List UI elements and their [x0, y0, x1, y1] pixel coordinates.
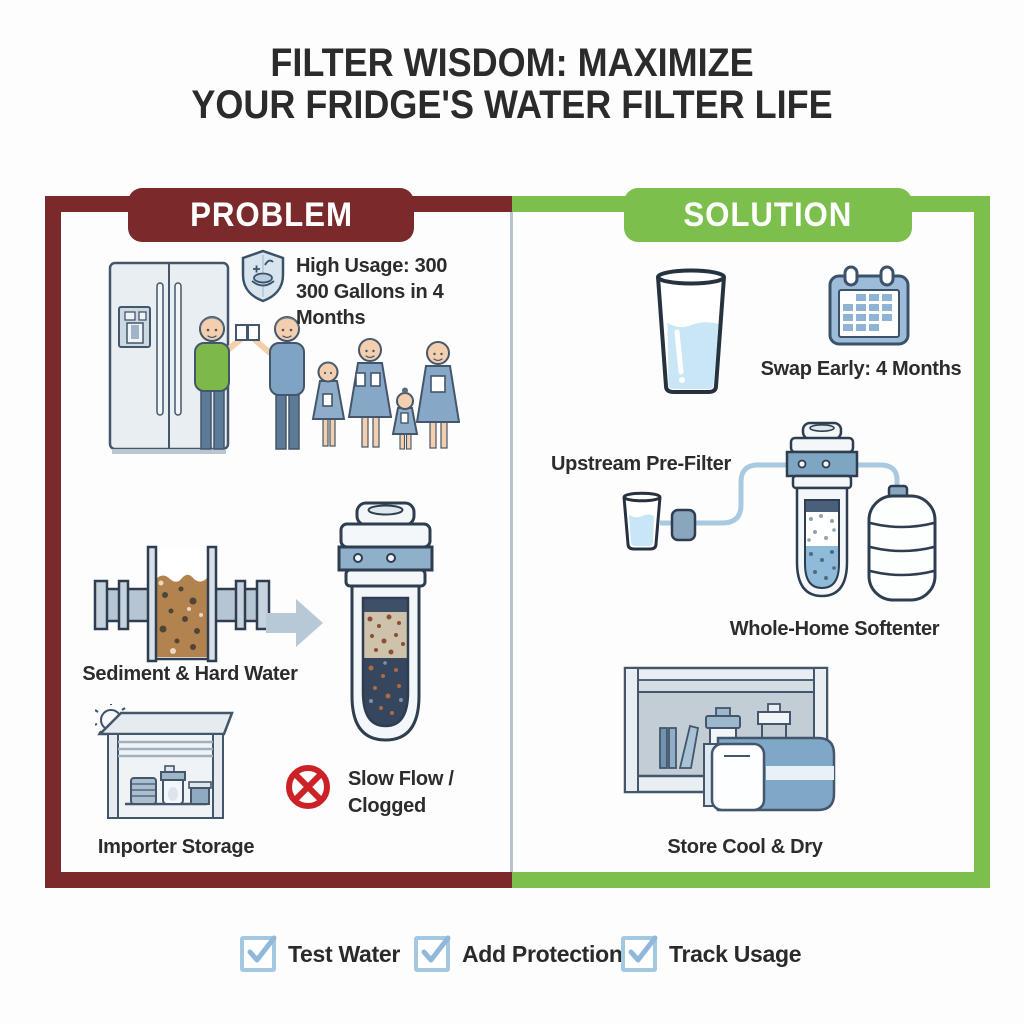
storage-label: Importer Storage	[97, 836, 255, 858]
solution-header-label: SOLUTION	[683, 195, 853, 234]
sediment-label: Sediment & Hard Water	[82, 663, 298, 685]
problem-header: PROBLEM	[128, 188, 414, 242]
sealed-filter-box-icon	[703, 736, 836, 812]
frame-bottom-solution	[512, 872, 990, 888]
checklist-item-test-water: Test Water	[240, 935, 401, 972]
shelf-books-icon	[659, 724, 700, 769]
fridge-family-illustration	[108, 261, 460, 454]
softener-label: Whole-Home Softenter	[729, 618, 940, 640]
panel-divider	[510, 212, 513, 872]
frame-right-solution	[974, 196, 990, 888]
slow-flow-line1: Slow Flow /	[348, 768, 454, 790]
page-title-line1: FILTER WISDOM: MAXIMIZE	[270, 41, 754, 85]
arrow-right-icon	[266, 599, 323, 647]
solution-header: SOLUTION	[624, 188, 912, 242]
prohibited-icon	[286, 765, 330, 809]
fridge-icon	[108, 261, 230, 454]
water-glass-icon	[656, 268, 726, 394]
calendar-icon	[828, 265, 910, 346]
page-title: FILTER WISDOM: MAXIMIZE YOUR FRIDGE'S WA…	[51, 42, 973, 126]
prefilter-label: Upstream Pre-Filter	[551, 453, 731, 475]
storage-garage-icon	[95, 704, 234, 819]
family-icon	[194, 316, 460, 450]
calendar-grid	[843, 294, 892, 331]
high-usage-label: High Usage: 300 300 Gallons in 4 Months	[296, 253, 506, 331]
problem-header-label: PROBLEM	[189, 195, 353, 234]
checkbox-checked-icon	[621, 935, 658, 972]
clogged-filter-icon	[337, 501, 434, 742]
prefilter-system-illustration	[622, 421, 937, 602]
checkbox-checked-icon	[414, 935, 451, 972]
frame-bottom-problem	[45, 872, 512, 888]
sediment-specks	[159, 586, 200, 650]
cool-dry-cabinet-icon	[623, 666, 836, 812]
swap-early-label: Swap Early: 4 Months	[760, 358, 962, 380]
frame-left-problem	[45, 196, 61, 888]
checklist-item-add-protection: Add Protection	[414, 935, 623, 972]
clog-specks-top	[367, 614, 405, 655]
inline-connector-icon	[670, 508, 697, 542]
sediment-pipe-icon	[93, 545, 271, 663]
high-usage-line1: High Usage: 300	[296, 255, 448, 277]
page-title-line2: YOUR FRIDGE'S WATER FILTER LIFE	[191, 83, 833, 127]
softener-tank-icon	[867, 484, 937, 602]
slow-flow-label: Slow Flow / Clogged	[348, 766, 508, 820]
clog-specks-bottom	[368, 665, 401, 715]
slow-flow-line2: Clogged	[348, 795, 426, 817]
checklist-label: Track Usage	[669, 940, 802, 967]
high-usage-line2: 300 Gallons in 4 Months	[296, 281, 444, 329]
store-label: Store Cool & Dry	[667, 836, 823, 858]
checklist-item-track-usage: Track Usage	[621, 935, 802, 972]
filter-housing-icon	[785, 421, 859, 598]
checklist-label: Test Water	[288, 940, 401, 967]
checkbox-checked-icon	[240, 935, 277, 972]
checklist-label: Add Protection	[462, 940, 623, 967]
prefilter-glass-icon	[622, 491, 662, 551]
shield-icon	[241, 249, 285, 303]
